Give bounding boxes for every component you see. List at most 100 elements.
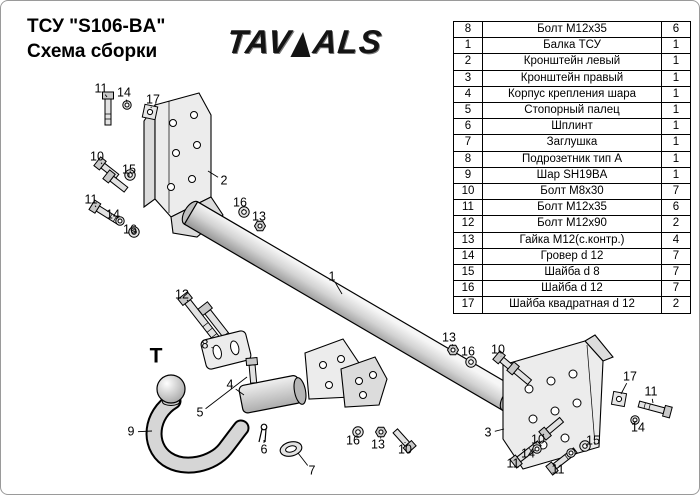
parts-cell-name: Шайба d 12 (482, 280, 662, 298)
leader-line (533, 449, 536, 451)
parts-cell-qty: 6 (661, 199, 691, 217)
cotter-pin-part (258, 423, 268, 443)
ball-housing-part (238, 357, 307, 457)
callout-5: 5 (197, 405, 204, 419)
parts-cell-name: Болт М12х35 (482, 20, 662, 39)
parts-cell-num: 12 (453, 215, 483, 233)
leader-line (494, 428, 505, 432)
parts-cell-name: Болт М8х30 (482, 183, 662, 201)
parts-cell-name: Заглушка (482, 134, 662, 152)
callout-11: 11 (85, 192, 98, 206)
callout-13: 13 (252, 209, 266, 223)
leader-line (104, 94, 108, 98)
callout-11: 11 (552, 462, 565, 476)
callout-7: 7 (309, 463, 316, 477)
callout-3: 3 (485, 425, 492, 439)
callout-13: 13 (442, 330, 456, 344)
callout-14: 14 (106, 207, 120, 221)
leader-line (585, 444, 588, 447)
leader-line (651, 398, 654, 404)
leader-line (380, 436, 382, 439)
parts-cell-qty: 1 (661, 53, 691, 71)
ball-hitch-part (145, 374, 250, 474)
parts-cell-qty: 1 (661, 150, 691, 168)
callout-13: 13 (371, 437, 385, 451)
leader-line (554, 463, 556, 466)
callout-14: 14 (521, 446, 535, 460)
leader-line (620, 382, 628, 395)
plug-part (279, 441, 303, 457)
center-bracket-part (304, 338, 388, 408)
leader-line (207, 170, 219, 178)
socket-plate-part (200, 330, 252, 370)
parts-cell-qty: 2 (661, 296, 691, 314)
parts-cell-name: Гайка М12(с.контр.) (482, 231, 662, 249)
callout-4: 4 (227, 377, 234, 391)
parts-cell-qty: 2 (661, 215, 691, 233)
parts-cell-qty: 7 (661, 280, 691, 298)
leader-line (297, 452, 309, 466)
leader-line (205, 376, 248, 410)
parts-cell-qty: 1 (661, 102, 691, 120)
callout-11: 11 (645, 384, 658, 398)
callout-15: 15 (122, 162, 136, 176)
leader-line (118, 219, 120, 221)
parts-cell-name: Шплинт (482, 118, 662, 136)
parts-cell-name: Кронштейн правый (482, 69, 662, 87)
parts-cell-name: Кронштейн левый (482, 53, 662, 71)
parts-cell-name: Болт М12х35 (482, 199, 662, 217)
callout-11: 11 (507, 456, 520, 470)
title-line2: Схема сборки (27, 40, 158, 62)
parts-cell-qty: 7 (661, 264, 691, 282)
parts-cell-qty: 6 (661, 20, 691, 39)
leader-line (335, 282, 343, 295)
parts-cell-name: Стопорный палец (482, 102, 662, 120)
callout-16: 16 (123, 222, 137, 236)
callout-16: 16 (233, 195, 247, 209)
parts-cell-name: Корпус крепления шара (482, 85, 662, 104)
leader-line (211, 347, 214, 349)
leader-line (186, 299, 189, 302)
parts-cell-qty: 1 (661, 69, 691, 87)
parts-cell-num: 6 (453, 118, 483, 136)
parts-cell-qty: 1 (661, 85, 691, 104)
callout-15: 15 (586, 433, 600, 447)
leader-line (94, 205, 97, 208)
callout-17: 17 (146, 92, 160, 106)
callout-12: 12 (175, 287, 189, 301)
parts-cell-name: Подрозетник тип А (482, 150, 662, 168)
title-line1: ТСУ "S106-BA" (27, 16, 166, 37)
parts-cell-name: Балка ТСУ (482, 37, 662, 55)
leader-line (100, 162, 103, 165)
parts-cell-qty: 1 (661, 166, 691, 185)
parts-cell-name: Гровер d 12 (482, 247, 662, 266)
parts-cell-num: 14 (453, 247, 483, 266)
callout-1: 1 (329, 269, 336, 283)
callout-10: 10 (491, 342, 505, 356)
tow-ball (156, 374, 186, 404)
stop-pin-part (245, 357, 260, 384)
parts-cell-name: Шар SH19BA (482, 166, 662, 185)
parts-cell-num: 1 (453, 37, 483, 55)
callout-16: 16 (461, 344, 475, 358)
parts-cell-num: 8 (453, 20, 483, 39)
parts-cell-qty: 1 (661, 134, 691, 152)
